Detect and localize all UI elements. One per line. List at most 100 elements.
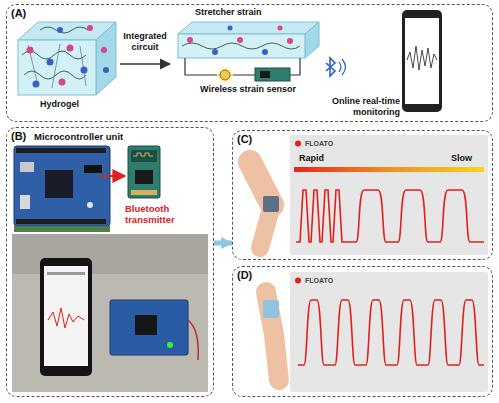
chart-box: FLOATO Rapid Slow xyxy=(291,136,489,256)
microcontroller-board xyxy=(14,226,110,232)
hydrogel-cube xyxy=(103,67,109,73)
setup-photo xyxy=(40,258,92,376)
hydrogel-cube xyxy=(101,47,107,53)
setup-photo xyxy=(12,234,208,392)
part-label: Hydrogel xyxy=(40,99,100,110)
stretched-hydrogel xyxy=(278,26,283,31)
signal-chart xyxy=(290,272,488,392)
chart-text: FLOATO xyxy=(305,277,333,285)
setup-photo xyxy=(48,308,84,328)
sensor-circuit xyxy=(255,68,290,81)
hydrogel-cube xyxy=(33,81,40,88)
part-label: Stretcher strain xyxy=(195,7,295,18)
panel-letter: (C) xyxy=(237,133,252,146)
hydrogel-cube xyxy=(57,27,63,33)
panel-box: (A) xyxy=(6,4,493,122)
step-label: Integrated circuit xyxy=(116,31,174,53)
microcontroller-board xyxy=(20,162,34,172)
bluetooth-module xyxy=(131,150,157,162)
sensor-circuit xyxy=(220,70,230,80)
setup-photo xyxy=(167,342,173,348)
bluetooth-module xyxy=(128,146,160,198)
hydrogel-cube xyxy=(27,47,34,54)
callout-label: Bluetooth transmitter xyxy=(125,203,195,226)
setup-photo xyxy=(135,315,157,335)
straight-leg xyxy=(263,292,279,380)
part-label: Wireless strain sensor xyxy=(200,84,320,95)
hydrogel-cube xyxy=(87,25,93,31)
signal-chart xyxy=(294,167,484,172)
signal-chart xyxy=(290,135,488,255)
panel-letter: (A) xyxy=(11,7,26,20)
microcontroller-board xyxy=(16,219,106,224)
process-arrow xyxy=(120,63,170,65)
sensor-circuit xyxy=(260,71,270,78)
stretched-hydrogel xyxy=(178,22,319,34)
hydrogel-cube xyxy=(28,44,86,88)
signal-chart xyxy=(296,190,484,242)
bent-leg xyxy=(250,162,279,248)
stretched-hydrogel xyxy=(228,26,233,31)
microcontroller-board xyxy=(14,146,110,232)
bluetooth-module xyxy=(133,153,153,156)
setup-photo xyxy=(110,300,188,355)
stretched-hydrogel xyxy=(262,49,268,55)
signal-chart xyxy=(298,300,484,365)
panel-box: (C) FLOATO Rapid Slow xyxy=(232,130,493,260)
panel-box: (D) FLOATO xyxy=(232,266,493,397)
hydrogel-cube xyxy=(47,59,54,66)
flow-arrow xyxy=(214,241,232,246)
stretched-hydrogel xyxy=(237,37,243,43)
bluetooth-module xyxy=(128,146,160,198)
chart-box: FLOATO xyxy=(291,273,489,393)
setup-photo xyxy=(12,234,208,392)
stretched-hydrogel xyxy=(305,22,319,58)
setup-photo xyxy=(47,272,85,275)
hydrogel-cube xyxy=(81,67,88,74)
pointer-arrow xyxy=(100,175,125,177)
stretched-hydrogel xyxy=(287,38,293,44)
chart-text: Rapid xyxy=(299,153,324,163)
process-arrow xyxy=(120,64,170,65)
signal-chart xyxy=(290,135,488,255)
phone-monitor xyxy=(402,10,442,112)
stretched-hydrogel xyxy=(182,43,300,49)
panel-box: (B) xyxy=(6,127,214,397)
sensor-circuit xyxy=(326,58,335,76)
setup-photo xyxy=(188,320,198,360)
sensor-circuit xyxy=(185,58,346,83)
bluetooth-module xyxy=(131,190,157,195)
microcontroller-board xyxy=(20,195,30,209)
stretched-hydrogel xyxy=(178,22,319,58)
panel-letter: (D) xyxy=(237,269,252,282)
stretched-hydrogel xyxy=(212,49,218,55)
microcontroller-board xyxy=(87,202,93,208)
microcontroller-board xyxy=(84,165,102,173)
pointer-arrow xyxy=(100,176,125,177)
chart-text: Slow xyxy=(451,153,472,163)
hydrogel-cube xyxy=(59,79,66,86)
signal-chart xyxy=(290,272,488,392)
panel-letter: (B) xyxy=(11,130,26,143)
hydrogel-cube xyxy=(18,40,96,95)
phone-monitor xyxy=(405,18,439,104)
part-label: Online real-time monitoring xyxy=(314,96,400,118)
setup-photo xyxy=(44,266,88,366)
signal-chart xyxy=(295,278,301,284)
bent-leg xyxy=(263,196,279,212)
bluetooth-module xyxy=(135,170,153,184)
straight-leg xyxy=(263,300,279,318)
hydrogel-cube xyxy=(96,22,116,95)
chart-text: FLOATO xyxy=(305,140,333,148)
microcontroller-board xyxy=(16,148,106,153)
sensor-circuit xyxy=(217,67,233,83)
sensor-circuit xyxy=(339,59,346,75)
phone-monitor xyxy=(402,10,442,112)
phone-monitor xyxy=(407,46,437,70)
hydrogel-cube xyxy=(67,45,74,52)
signal-chart xyxy=(295,141,301,147)
part-label: Microcontroller unit xyxy=(34,131,144,142)
stretched-hydrogel xyxy=(187,37,193,43)
